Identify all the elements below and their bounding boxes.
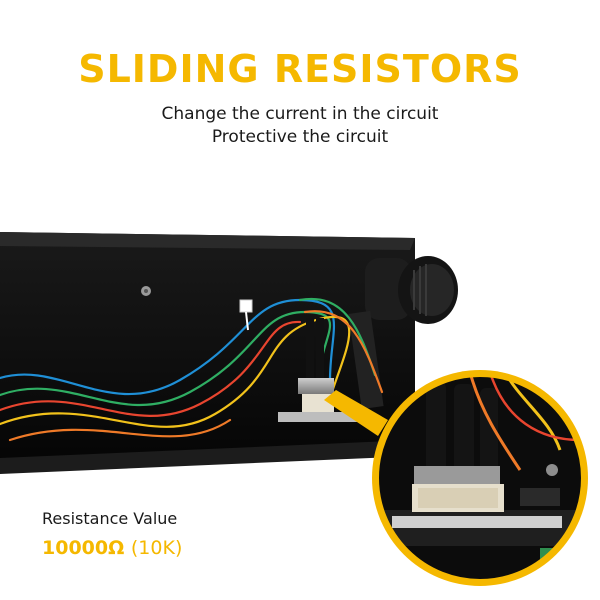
callout-pointer xyxy=(324,390,388,436)
enclosure-bottom-edge xyxy=(0,440,418,474)
subtitle-line-2: Protective the circuit xyxy=(211,127,389,147)
subtitle-line-1: Change the current in the circuit xyxy=(161,104,439,124)
resistance-value: 10000Ω xyxy=(42,537,125,559)
wire-bundle xyxy=(0,297,384,442)
resistance-label: Resistance Value xyxy=(42,509,178,528)
resistance-value-line: 10000Ω (10K) xyxy=(42,537,182,559)
zoom-callout-icon xyxy=(372,370,588,586)
enclosure-top-edge xyxy=(0,232,415,250)
resistance-unit: (10K) xyxy=(130,537,183,559)
page-title: SLIDING RESISTORS xyxy=(78,47,522,91)
white-connector-icon xyxy=(239,299,253,331)
